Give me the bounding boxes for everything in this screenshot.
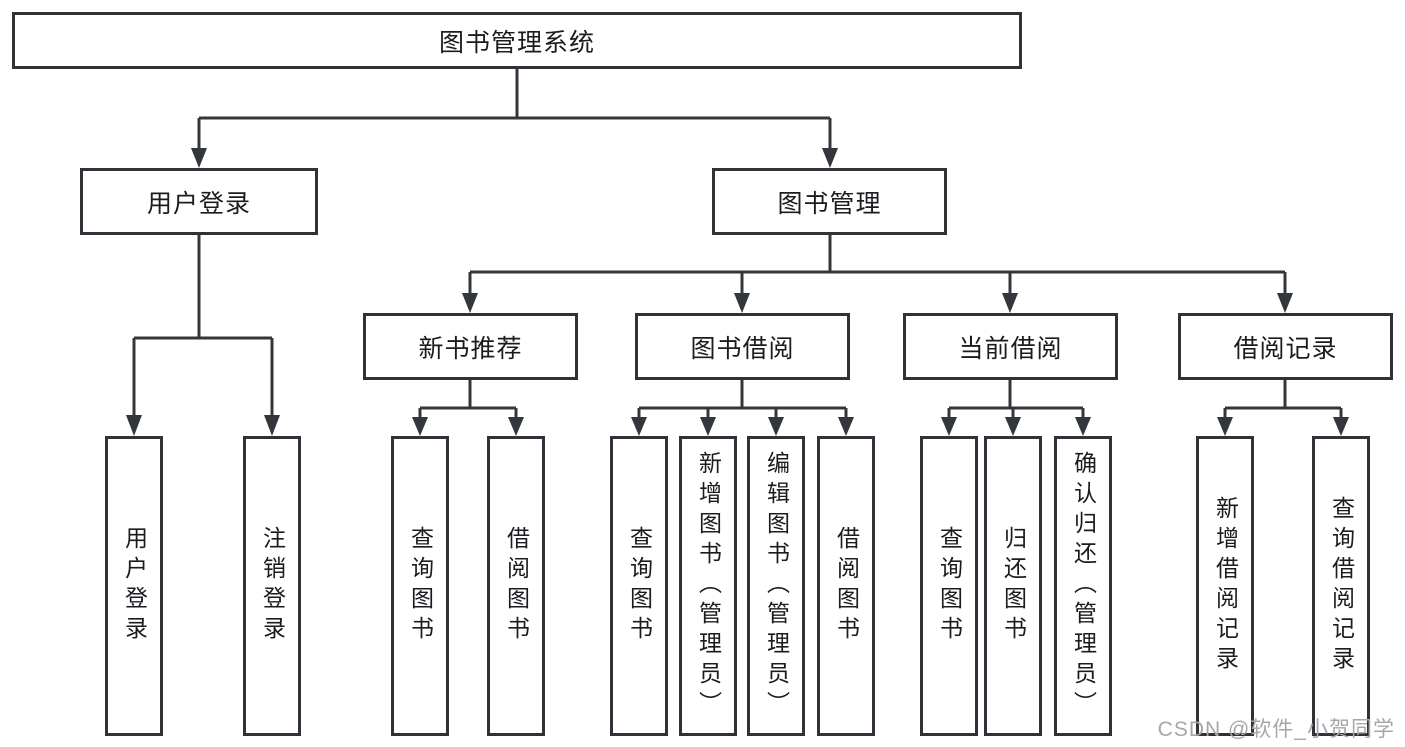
- connector-book-management: [468, 235, 1287, 295]
- connector-book-borrowing: [637, 380, 848, 418]
- node-library-management-system: 图书管理系统: [12, 12, 1022, 69]
- leaf-query-books-borrowing: 查询图书: [610, 436, 668, 736]
- node-book-borrowing: 图书借阅: [635, 313, 850, 380]
- connector-new-book-recommend: [418, 380, 518, 418]
- leaf-borrow-books-borrowing: 借阅图书: [817, 436, 875, 736]
- leaf-user-login: 用户登录: [105, 436, 163, 736]
- leaf-add-books-admin: 新增图书（管理员）: [679, 436, 737, 736]
- node-book-management: 图书管理: [712, 168, 947, 235]
- node-user-login: 用户登录: [80, 168, 318, 235]
- connector-root: [197, 68, 832, 150]
- node-new-book-recommend: 新书推荐: [363, 313, 578, 380]
- leaf-query-books-current: 查询图书: [920, 436, 978, 736]
- leaf-confirm-return-admin: 确认归还（管理员）: [1054, 436, 1112, 736]
- leaf-query-borrow-record: 查询借阅记录: [1312, 436, 1370, 736]
- leaf-add-borrow-record: 新增借阅记录: [1196, 436, 1254, 736]
- connector-current-borrowing: [947, 380, 1085, 418]
- leaf-edit-books-admin: 编辑图书（管理员）: [747, 436, 805, 736]
- node-borrowing-records: 借阅记录: [1178, 313, 1393, 380]
- connector-lines: [132, 68, 1343, 418]
- csdn-watermark: CSDN @软件_小贺同学: [1157, 718, 1395, 741]
- leaf-query-books-recommend: 查询图书: [391, 436, 449, 736]
- leaf-return-books: 归还图书: [984, 436, 1042, 736]
- arrowhead-icons: [126, 148, 1349, 436]
- leaf-logout: 注销登录: [243, 436, 301, 736]
- connector-borrowing-records: [1223, 380, 1343, 418]
- leaf-borrow-books-recommend: 借阅图书: [487, 436, 545, 736]
- connector-user-login: [132, 235, 274, 417]
- node-current-borrowing: 当前借阅: [903, 313, 1118, 380]
